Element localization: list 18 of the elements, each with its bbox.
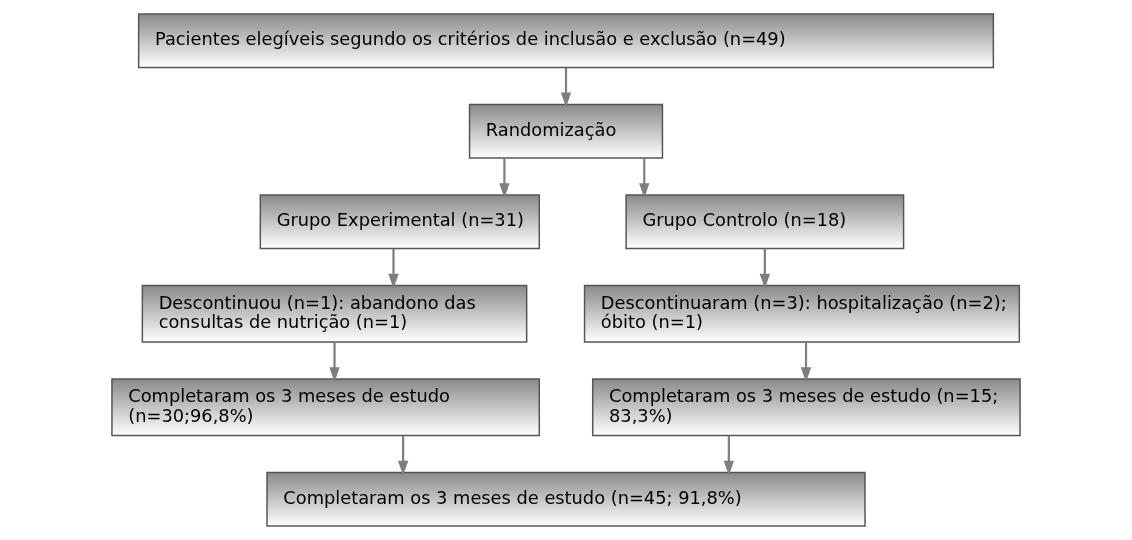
arrow bbox=[499, 158, 510, 198]
arrow bbox=[723, 435, 735, 476]
node-box: Descontinuaram (n=3): hospitalização (n=2); óbito (n=1) bbox=[583, 284, 1021, 343]
arrow bbox=[560, 67, 572, 108]
node-box: Completaram os 3 meses de estudo (n=45; 91,8%) bbox=[266, 471, 866, 527]
node-box: Pacientes elegíveis segundo os critérios de inclusão e exclusão (n=49) bbox=[137, 13, 995, 69]
node-box: Completaram os 3 meses de estudo (n=15; 83,3%) bbox=[591, 378, 1021, 437]
arrow bbox=[329, 342, 340, 383]
arrow bbox=[639, 158, 650, 198]
node-box: Completaram os 3 meses de estudo (n=30;96,8%) bbox=[111, 378, 541, 437]
node-box: Grupo Controlo (n=18) bbox=[625, 194, 905, 250]
node-box: Descontinuou (n=1): abandono das consultas de nutrição (n=1) bbox=[141, 284, 528, 343]
arrow bbox=[388, 248, 399, 289]
node-box: Grupo Experimental (n=31) bbox=[259, 194, 541, 250]
node-box: Randomização bbox=[468, 103, 664, 159]
arrow bbox=[397, 435, 409, 476]
arrow bbox=[800, 342, 812, 383]
arrow bbox=[759, 248, 771, 289]
